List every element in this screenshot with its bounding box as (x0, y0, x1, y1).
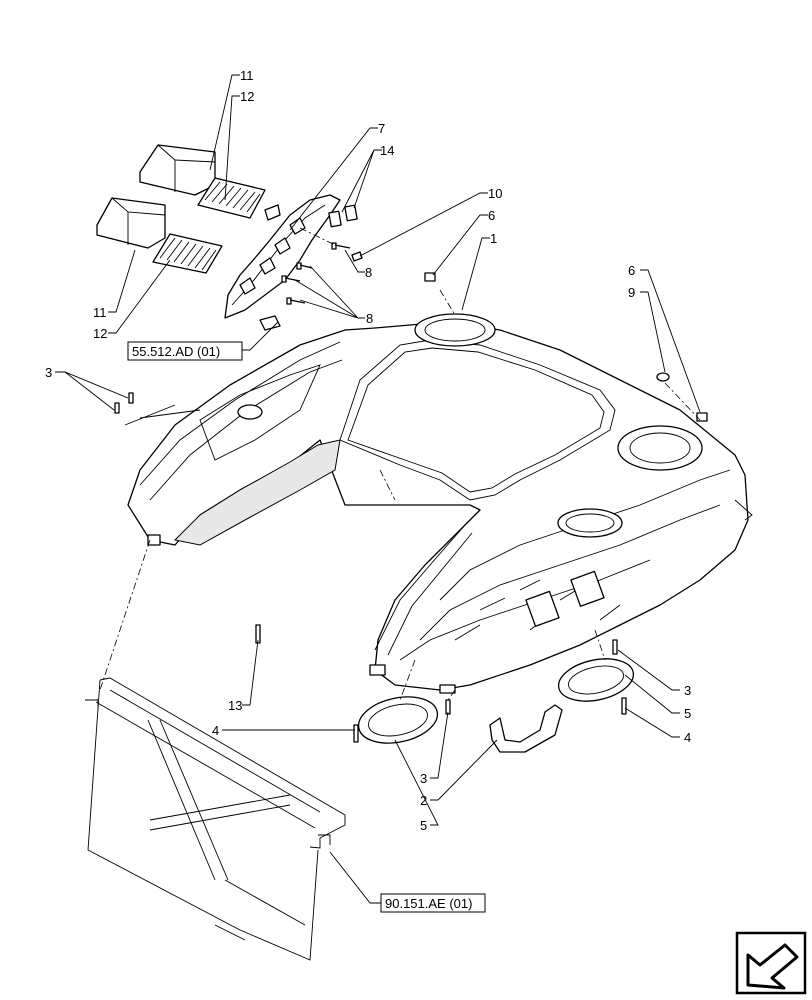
leader-lines (55, 74, 701, 904)
callout-labels: 11 12 7 14 10 6 1 8 6 9 8 11 12 3 13 4 3… (45, 68, 691, 833)
callout-11-bottom: 11 (93, 305, 107, 320)
callout-14: 14 (380, 143, 394, 158)
speaker-right (557, 658, 635, 702)
filter-upper (197, 177, 266, 219)
sensor-part (259, 315, 281, 331)
callout-3-bottom: 3 (420, 771, 427, 786)
screw-part-13 (255, 624, 261, 644)
callout-12-bottom: 12 (93, 326, 107, 341)
ref-box-55-512[interactable]: 55.512.AD (01) (127, 341, 243, 361)
callout-11-top: 11 (240, 68, 254, 83)
clip-part-6-right (696, 412, 708, 422)
headliner-panel (127, 313, 753, 694)
callout-13: 13 (228, 698, 242, 713)
screws-part-3-left (114, 392, 134, 414)
callout-2: 2 (420, 793, 427, 808)
grab-handle (489, 704, 563, 753)
screw-part-3-right (612, 639, 618, 655)
callout-12-top: 12 (240, 89, 254, 104)
callout-6-right: 6 (628, 263, 635, 278)
fasteners-part-8 (281, 242, 351, 305)
callout-9: 9 (628, 285, 635, 300)
callout-3-left: 3 (45, 365, 52, 380)
clip-part-14 (328, 204, 358, 228)
air-outlet-upper (139, 144, 216, 196)
arrow-icon[interactable] (735, 931, 807, 995)
callout-5-right: 5 (684, 706, 691, 721)
ref-box-90-151[interactable]: 90.151.AE (01) (380, 893, 486, 913)
ref-55-512-label: 55.512.AD (01) (132, 344, 220, 359)
alignment-lines (99, 227, 701, 701)
screw-part-4-left (353, 724, 359, 743)
callout-6-top: 6 (488, 208, 495, 223)
callout-1: 1 (490, 231, 497, 246)
connector-part-10 (351, 251, 363, 262)
frame-assembly (85, 677, 346, 961)
callout-3-right: 3 (684, 683, 691, 698)
callout-5-bottom: 5 (420, 818, 427, 833)
callout-8-bottom: 8 (366, 311, 373, 326)
filter-lower (152, 233, 223, 274)
air-outlet-lower (96, 197, 166, 249)
callout-7: 7 (378, 121, 385, 136)
air-duct (224, 194, 341, 319)
callout-4-right: 4 (684, 730, 691, 745)
callout-10: 10 (488, 186, 502, 201)
callout-8-top: 8 (365, 265, 372, 280)
ref-90-151-label: 90.151.AE (01) (385, 896, 472, 911)
washer-part-9 (656, 372, 670, 382)
screw-part-3-bottom (445, 699, 451, 715)
callout-4-left: 4 (212, 723, 219, 738)
clip-part-6-top (424, 272, 436, 282)
screw-part-4-right (621, 697, 627, 715)
speaker-left (357, 696, 439, 744)
